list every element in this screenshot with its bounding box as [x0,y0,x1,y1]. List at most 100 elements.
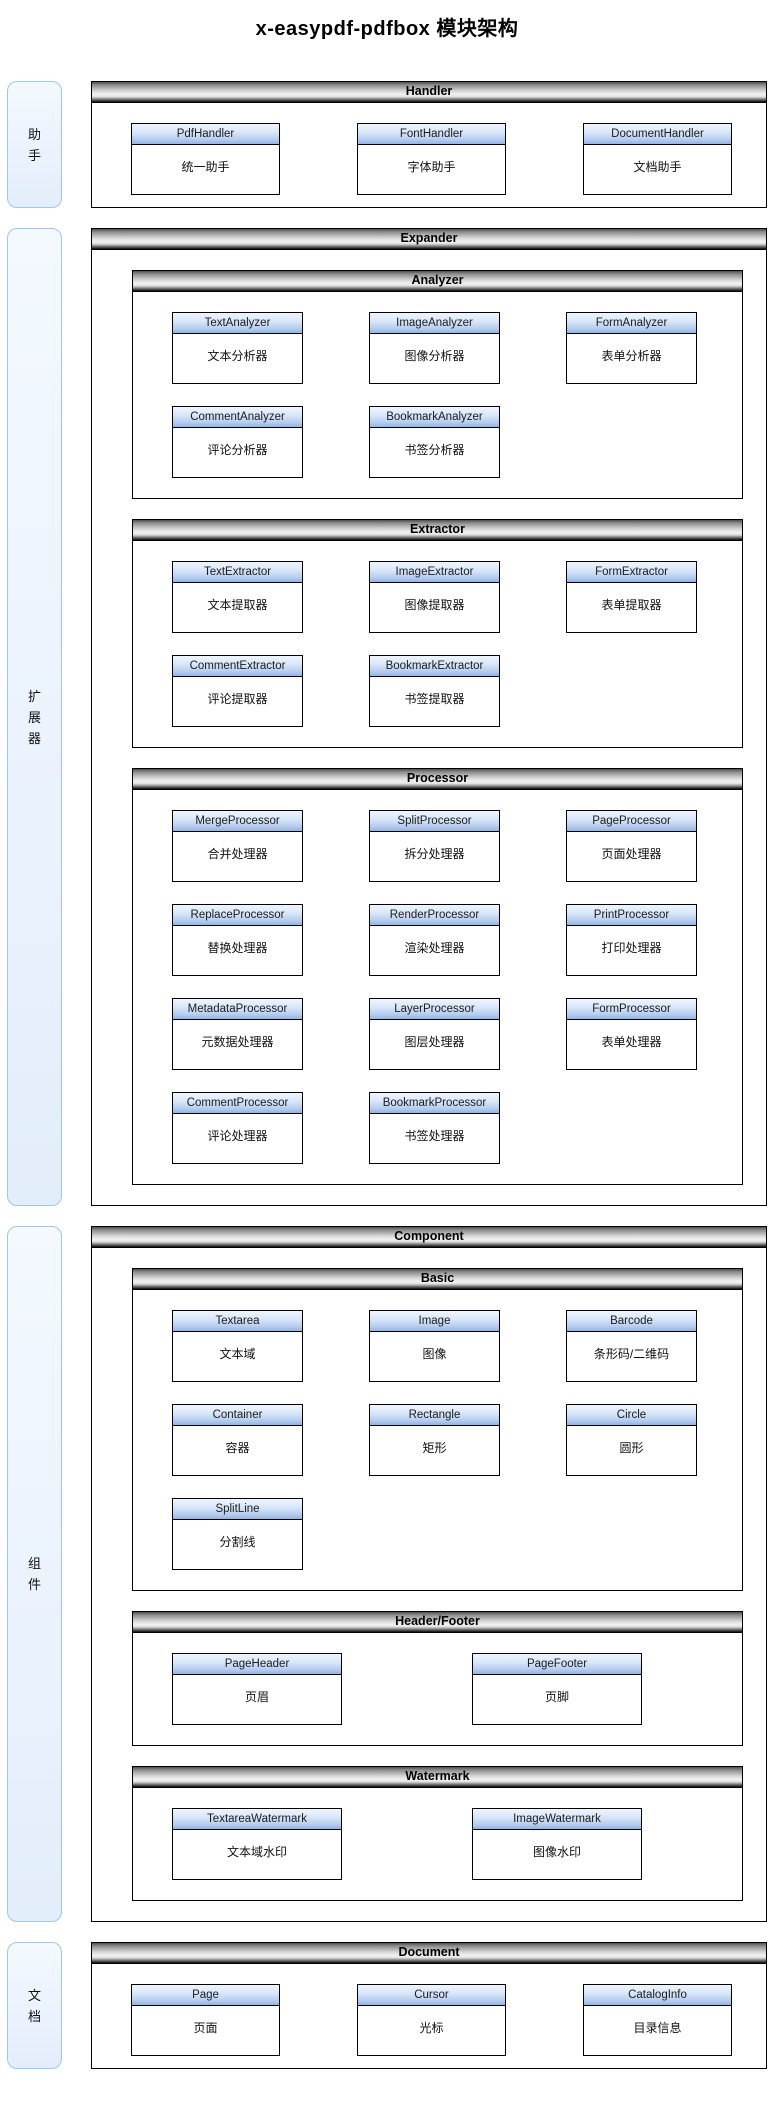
box-container: Container 容器 [172,1404,303,1476]
box-layerprocessor: LayerProcessor 图层处理器 [369,998,500,1070]
box-pageheader: PageHeader 页眉 [172,1653,342,1725]
box-title: FormProcessor [566,998,697,1020]
box-bookmarkextractor: BookmarkExtractor 书签提取器 [369,655,500,727]
box-documenthandler: DocumentHandler 文档助手 [583,123,732,195]
box-cataloginfo: CatalogInfo 目录信息 [583,1984,732,2056]
band-expander: 扩展器 Expander Analyzer TextAnalyzer 文本分析器 [7,228,767,1206]
box-title: FormExtractor [566,561,697,583]
box-desc: 合并处理器 [172,832,303,882]
box-desc: 矩形 [369,1426,500,1476]
box-desc: 条形码/二维码 [566,1332,697,1382]
subsection-basic: Basic Textarea 文本域 Image 图像 [132,1268,743,1591]
box-desc: 打印处理器 [566,926,697,976]
box-title: Barcode [566,1310,697,1332]
processor-grid: MergeProcessor 合并处理器 SplitProcessor 拆分处理… [133,810,742,1184]
box-desc: 文本域水印 [172,1830,342,1880]
box-splitprocessor: SplitProcessor 拆分处理器 [369,810,500,882]
box-desc: 替换处理器 [172,926,303,976]
box-title: ImageWatermark [472,1808,642,1830]
box-title: BookmarkAnalyzer [369,406,500,428]
box-title: BookmarkProcessor [369,1092,500,1114]
subsection-extractor: Extractor TextExtractor 文本提取器 ImageExtra… [132,519,743,748]
box-circle: Circle 圆形 [566,1404,697,1476]
analyzer-grid: TextAnalyzer 文本分析器 ImageAnalyzer 图像分析器 F… [133,312,742,498]
box-title: SplitLine [172,1498,303,1520]
subsection-watermark: Watermark TextareaWatermark 文本域水印 ImageW… [132,1766,743,1901]
box-commentanalyzer: CommentAnalyzer 评论分析器 [172,406,303,478]
box-desc: 评论提取器 [172,677,303,727]
box-desc: 表单分析器 [566,334,697,384]
box-desc: 统一助手 [131,145,280,195]
basic-grid: Textarea 文本域 Image 图像 Barcode 条形码/二维码 [133,1310,742,1590]
box-desc: 图层处理器 [369,1020,500,1070]
box-desc: 字体助手 [357,145,506,195]
box-pagefooter: PageFooter 页脚 [472,1653,642,1725]
page-title: x-easypdf-pdfbox 模块架构 [255,18,519,40]
box-textextractor: TextExtractor 文本提取器 [172,561,303,633]
section-header-handler: Handler [92,82,766,103]
box-title: ImageAnalyzer [369,312,500,334]
box-rectangle: Rectangle 矩形 [369,1404,500,1476]
box-desc: 页面 [131,2006,280,2056]
box-title: ImageExtractor [369,561,500,583]
box-formprocessor: FormProcessor 表单处理器 [566,998,697,1070]
sidebar-label-text: 扩展器 [27,688,41,746]
box-title: PageFooter [472,1653,642,1675]
box-imageextractor: ImageExtractor 图像提取器 [369,561,500,633]
section-component: Component Basic Textarea 文本域 Image 图像 [91,1226,767,1922]
box-mergeprocessor: MergeProcessor 合并处理器 [172,810,303,882]
box-title: SplitProcessor [369,810,500,832]
document-grid: Page 页面 Cursor 光标 CatalogInfo 目录信息 [92,1984,766,2068]
box-desc: 圆形 [566,1426,697,1476]
subsection-processor: Processor MergeProcessor 合并处理器 SplitProc… [132,768,743,1185]
box-formanalyzer: FormAnalyzer 表单分析器 [566,312,697,384]
box-title: CommentExtractor [172,655,303,677]
box-title: CatalogInfo [583,1984,732,2006]
band-document: 文档 Document Page 页面 Cursor 光标 CatalogInf… [7,1942,767,2069]
sidebar-label-handler: 助手 [7,81,62,208]
box-desc: 文本提取器 [172,583,303,633]
subsection-header-headerfooter: Header/Footer [133,1612,742,1633]
box-metadataprocessor: MetadataProcessor 元数据处理器 [172,998,303,1070]
sidebar-label-text: 组件 [27,1556,41,1592]
subsection-header-basic: Basic [133,1269,742,1290]
box-desc: 书签分析器 [369,428,500,478]
box-textanalyzer: TextAnalyzer 文本分析器 [172,312,303,384]
sidebar-label-text: 助手 [27,126,41,163]
box-title: FontHandler [357,123,506,145]
box-title: FormAnalyzer [566,312,697,334]
box-desc: 评论处理器 [172,1114,303,1164]
subsection-header-analyzer: Analyzer [133,271,742,292]
band-component: 组件 Component Basic Textarea 文本域 Image [7,1226,767,1922]
box-title: Image [369,1310,500,1332]
box-title: TextAnalyzer [172,312,303,334]
box-title: RenderProcessor [369,904,500,926]
box-title: MetadataProcessor [172,998,303,1020]
box-title: PdfHandler [131,123,280,145]
box-desc: 书签提取器 [369,677,500,727]
box-desc: 图像 [369,1332,500,1382]
box-desc: 元数据处理器 [172,1020,303,1070]
box-desc: 表单处理器 [566,1020,697,1070]
section-header-expander: Expander [92,229,766,250]
box-splitline: SplitLine 分割线 [172,1498,303,1570]
box-fonthandler: FontHandler 字体助手 [357,123,506,195]
box-bookmarkprocessor: BookmarkProcessor 书签处理器 [369,1092,500,1164]
box-title: LayerProcessor [369,998,500,1020]
box-title: TextareaWatermark [172,1808,342,1830]
box-desc: 分割线 [172,1520,303,1570]
box-title: PageProcessor [566,810,697,832]
extractor-grid: TextExtractor 文本提取器 ImageExtractor 图像提取器… [133,561,742,747]
box-title: CommentProcessor [172,1092,303,1114]
box-formextractor: FormExtractor 表单提取器 [566,561,697,633]
box-desc: 页眉 [172,1675,342,1725]
box-imageanalyzer: ImageAnalyzer 图像分析器 [369,312,500,384]
box-desc: 图像水印 [472,1830,642,1880]
box-desc: 光标 [357,2006,506,2056]
section-document: Document Page 页面 Cursor 光标 CatalogInfo 目… [91,1942,767,2069]
box-title: DocumentHandler [583,123,732,145]
box-title: BookmarkExtractor [369,655,500,677]
subsection-headerfooter: Header/Footer PageHeader 页眉 PageFooter 页… [132,1611,743,1746]
sidebar-label-text: 文档 [27,1987,41,2024]
